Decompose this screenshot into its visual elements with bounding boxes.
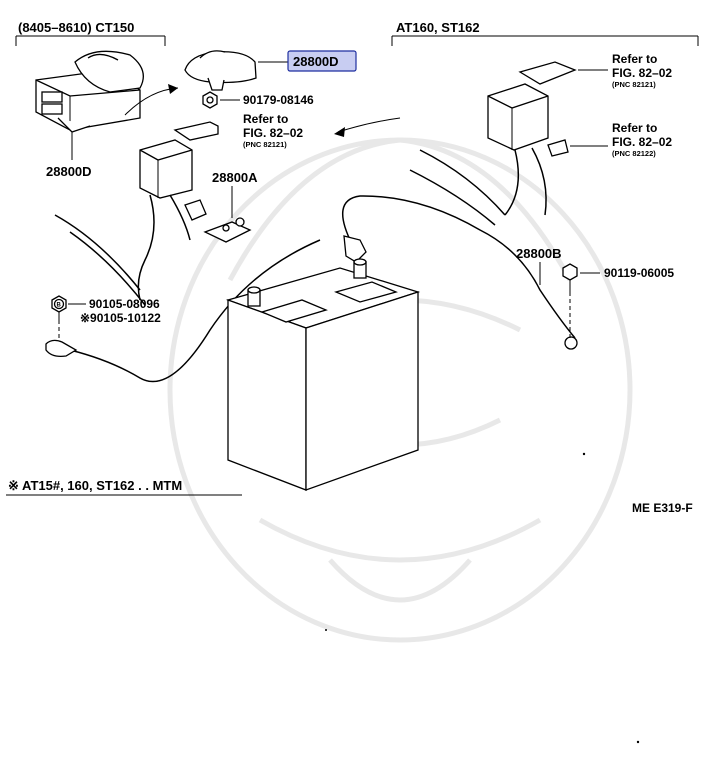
at160-st162-label: AT160, ST162	[396, 20, 480, 35]
bolt-90119-label: 90119-06005	[604, 266, 674, 280]
refer-low-line1: Refer to	[612, 121, 657, 135]
terminal-ring-left	[45, 339, 78, 358]
refer-top-line2: FIG. 82–02	[612, 66, 672, 80]
part-28800d-highlight-label[interactable]: 28800D	[293, 54, 339, 69]
battery	[225, 258, 421, 491]
refer-low-line3: (PNC 82122)	[612, 149, 656, 158]
highlight-box[interactable]	[287, 50, 357, 72]
speck-2	[636, 740, 640, 744]
clamp-28800a	[203, 217, 252, 243]
part-28800d-label: 28800D	[46, 164, 92, 179]
relay-cover-part	[184, 50, 257, 91]
terminal-negative	[343, 235, 367, 263]
footnote-text: ※ AT15#, 160, ST162 . . MTM	[8, 478, 182, 493]
refer-low-line2: FIG. 82–02	[612, 135, 672, 149]
bolt-90119	[562, 263, 578, 292]
refer-top-line1: Refer to	[612, 52, 657, 66]
refer-mid-line3: (PNC 82121)	[243, 140, 287, 149]
refer-mid-line2: FIG. 82–02	[243, 126, 303, 140]
relay-right-assembly	[487, 61, 577, 216]
hose-right-lower	[409, 169, 496, 226]
hose-right-upper	[419, 149, 506, 216]
relay-box-ct150	[35, 50, 144, 133]
circle-b-letter: B	[57, 303, 62, 309]
bolt-90105-label-a: 90105-08096	[89, 297, 160, 311]
ct150-range-label: (8405–8610) CT150	[18, 20, 134, 35]
arrow-head-cover	[168, 84, 178, 94]
terminal-ring-right	[564, 336, 578, 350]
figure-code: ME E319-F	[632, 501, 693, 515]
refer-top-line3: (PNC 82121)	[612, 80, 656, 89]
nut-90179-label: 90179-08146	[243, 93, 314, 107]
nut-90179	[202, 91, 218, 109]
part-28800a-label: 28800A	[212, 170, 258, 185]
speck-1	[582, 452, 586, 456]
arrow-head-refer-mid	[334, 127, 345, 137]
cable-positive	[69, 239, 321, 383]
bolt-90105-label-b: ※90105-10122	[80, 311, 161, 325]
cable-28800b	[341, 195, 576, 339]
refer-mid-line1: Refer to	[243, 112, 288, 126]
circle-b-mark	[53, 298, 65, 310]
arrow-refer-mid	[337, 117, 401, 133]
hose-left-lower	[69, 231, 146, 306]
part-28800b-label: 28800B	[516, 246, 562, 261]
relay-left-assembly	[137, 121, 219, 301]
hose-left-upper	[54, 214, 141, 291]
speck-3	[325, 629, 327, 631]
